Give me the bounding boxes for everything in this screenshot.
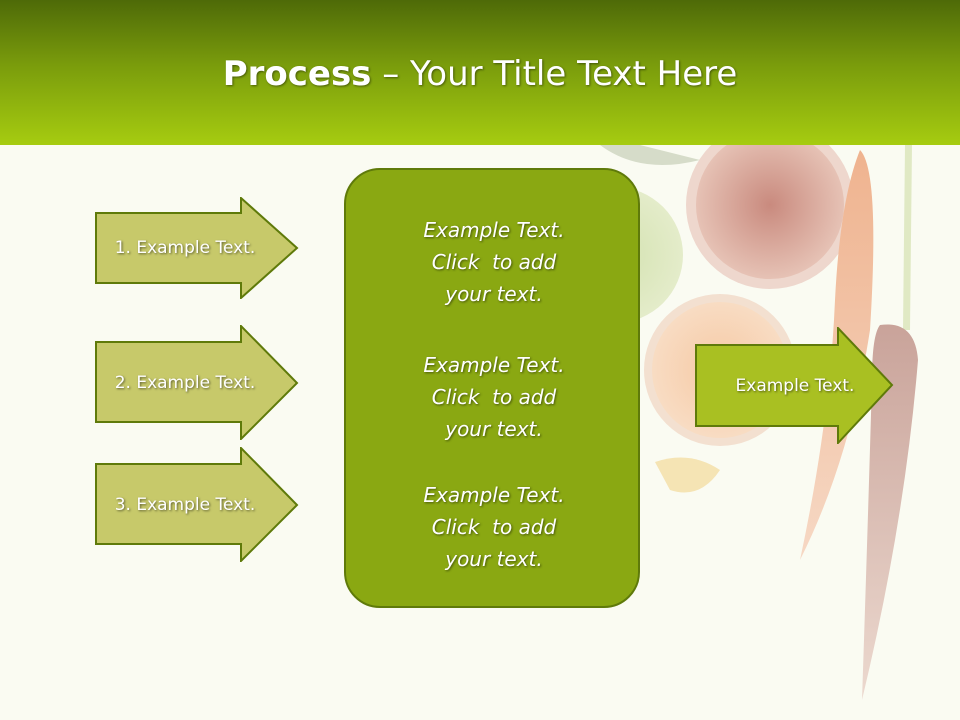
center-text-block-3: Example Text. Click to add your text.: [346, 479, 642, 575]
center-text-block-2: Example Text. Click to add your text.: [346, 349, 642, 445]
step-arrow-label: 3. Example Text.: [114, 494, 256, 515]
slide-title: Process – Your Title Text Here: [0, 52, 960, 96]
step-arrow-3[interactable]: 3. Example Text.: [95, 447, 299, 562]
title-bar: [0, 0, 960, 145]
center-text-box[interactable]: Example Text. Click to add your text. Ex…: [344, 168, 640, 608]
step-arrow-1[interactable]: 1. Example Text.: [95, 197, 299, 299]
text-line: your text.: [445, 282, 543, 306]
text-line: Click to add: [431, 515, 557, 539]
text-line: Click to add: [431, 385, 557, 409]
output-arrow-label: Example Text.: [735, 375, 855, 396]
arrow-shape: [95, 197, 299, 299]
step-arrow-label: 1. Example Text.: [114, 238, 256, 258]
arrow-shape: [695, 327, 894, 444]
text-line: Click to add: [431, 250, 557, 274]
text-line: your text.: [445, 417, 543, 441]
arrow-shape: [95, 447, 299, 562]
title-rest-part: – Your Title Text Here: [371, 54, 738, 94]
center-text-block-1: Example Text. Click to add your text.: [346, 214, 642, 310]
text-line: your text.: [445, 547, 543, 571]
output-arrow[interactable]: Example Text.: [695, 327, 895, 444]
text-line: Example Text.: [423, 353, 565, 377]
step-arrow-2[interactable]: 2. Example Text.: [95, 325, 299, 440]
text-line: Example Text.: [423, 218, 565, 242]
title-bold-part: Process: [222, 54, 372, 94]
text-line: Example Text.: [423, 483, 565, 507]
arrow-shape: [95, 325, 299, 440]
step-arrow-label: 2. Example Text.: [114, 372, 256, 393]
